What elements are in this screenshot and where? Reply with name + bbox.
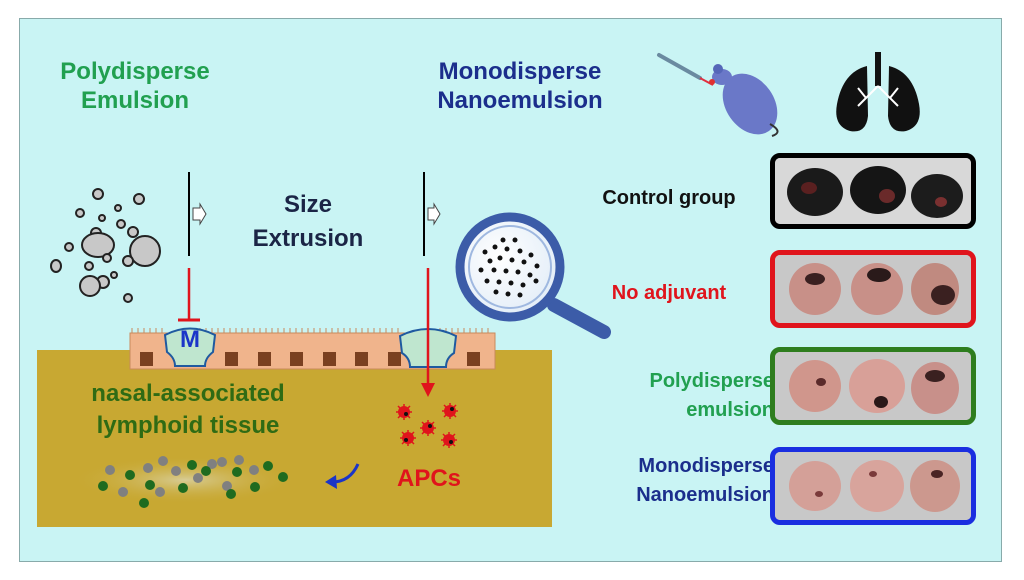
magnifier-icon [455, 212, 611, 339]
m-cell-label: M [180, 326, 200, 353]
arrow-right-small-left [192, 202, 207, 226]
apcs-label: APCs [396, 465, 462, 492]
label-no-adjuvant: No adjuvant [611, 282, 727, 304]
photo-control-group [770, 153, 976, 229]
lymphoid-cells [98, 455, 288, 508]
photo-no-adjuvant [770, 250, 976, 328]
syringe-icon [657, 53, 714, 86]
label-monodisperse-line1: Monodisperse [638, 455, 774, 477]
photo-polydisperse-emulsion [770, 347, 976, 425]
polydisperse-droplets [50, 188, 161, 303]
epithelium [129, 327, 496, 370]
title-polydisperse: Polydisperse Emulsion [40, 58, 230, 116]
label-control-group: Control group [602, 187, 736, 209]
label-monodisperse-nanoemulsion: Monodisperse Nanoemulsion [584, 452, 774, 510]
title-monodisperse-line2: Nanoemulsion [437, 86, 603, 114]
nalt-label-line2: lymphoid tissue [96, 412, 280, 440]
uptake-arrowhead [421, 383, 435, 397]
nalt-label-line1: nasal-associated [91, 380, 285, 407]
nalt-label: nasal-associated lymphoid tissue [48, 378, 328, 443]
lungs-icon [836, 52, 920, 132]
label-polydisperse-line2: emulsion [686, 399, 774, 421]
title-monodisperse-line1: Monodisperse [438, 58, 602, 85]
size-extrusion-label: Size Extrusion [228, 188, 388, 255]
size-label: Size [283, 191, 333, 218]
apc-cells [396, 403, 458, 448]
title-monodisperse: Monodisperse Nanoemulsion [410, 58, 630, 116]
title-polydisperse-line2: Emulsion [80, 86, 189, 114]
label-polydisperse-emulsion: Polydisperse emulsion [584, 367, 774, 425]
photo-monodisperse-nanoemulsion [770, 447, 976, 525]
label-monodisperse-line2: Nanoemulsion [636, 484, 774, 506]
mouse-icon [709, 64, 779, 137]
label-polydisperse-line1: Polydisperse [649, 370, 774, 392]
m-cell-left [163, 327, 217, 367]
title-polydisperse-line1: Polydisperse [60, 58, 210, 85]
extrusion-label: Extrusion [252, 224, 364, 252]
arrow-right-small-right [427, 202, 441, 226]
